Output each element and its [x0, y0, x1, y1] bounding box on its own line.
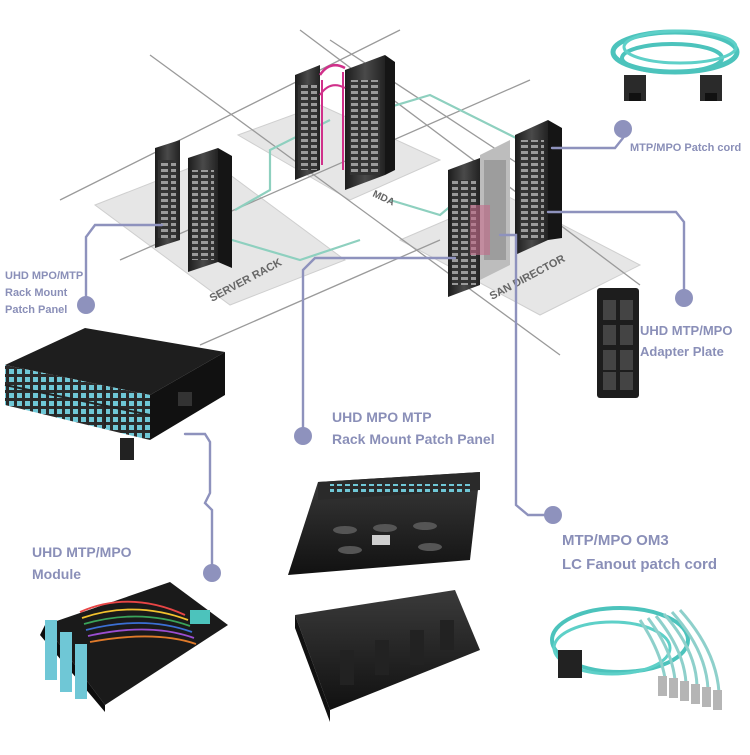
adapter-plate-image — [597, 288, 639, 398]
label-line: UHD MTP/MPO — [32, 544, 132, 560]
label-patch-cord-text: MTP/MPO Patch cord — [630, 142, 742, 154]
label-rack-panel-center: UHD MPO MTP Rack Mount Patch Panel — [332, 406, 495, 450]
rack-panel-left-image — [4, 328, 225, 460]
label-rack-panel-small: UHD MPO/MTP Rack Mount Patch Panel — [5, 268, 83, 319]
label-patch-cord: MTP/MPO Patch cord — [630, 141, 741, 155]
label-line: Adapter Plate — [640, 344, 724, 359]
label-line: UHD MPO MTP — [332, 409, 432, 425]
label-line: Patch Panel — [5, 304, 68, 316]
label-line: UHD MPO/MTP — [5, 270, 84, 282]
label-line: Module — [32, 566, 81, 582]
label-line: UHD MTP/MPO — [640, 323, 733, 338]
leader-lines — [84, 127, 686, 575]
label-line: MTP/MPO OM3 — [562, 532, 669, 549]
mda-cabinets — [295, 55, 395, 190]
label-line: LC Fanout patch cord — [562, 556, 717, 573]
label-module: UHD MTP/MPO Module — [32, 541, 132, 585]
rack-panel-center-image — [288, 472, 480, 722]
server-rack-cabinets — [155, 140, 232, 272]
fanout-cord-image — [550, 606, 722, 710]
label-line: Rack Mount — [5, 287, 68, 299]
label-fanout: MTP/MPO OM3 LC Fanout patch cord — [562, 529, 717, 577]
leader-dots — [77, 120, 693, 582]
label-line: Rack Mount Patch Panel — [332, 431, 495, 447]
san-director-cabinets — [448, 120, 562, 297]
module-image — [40, 582, 228, 712]
zone-mda: MDA — [371, 189, 396, 209]
patch-cord-image — [610, 29, 740, 101]
label-adapter-plate: UHD MTP/MPO Adapter Plate — [640, 320, 732, 362]
